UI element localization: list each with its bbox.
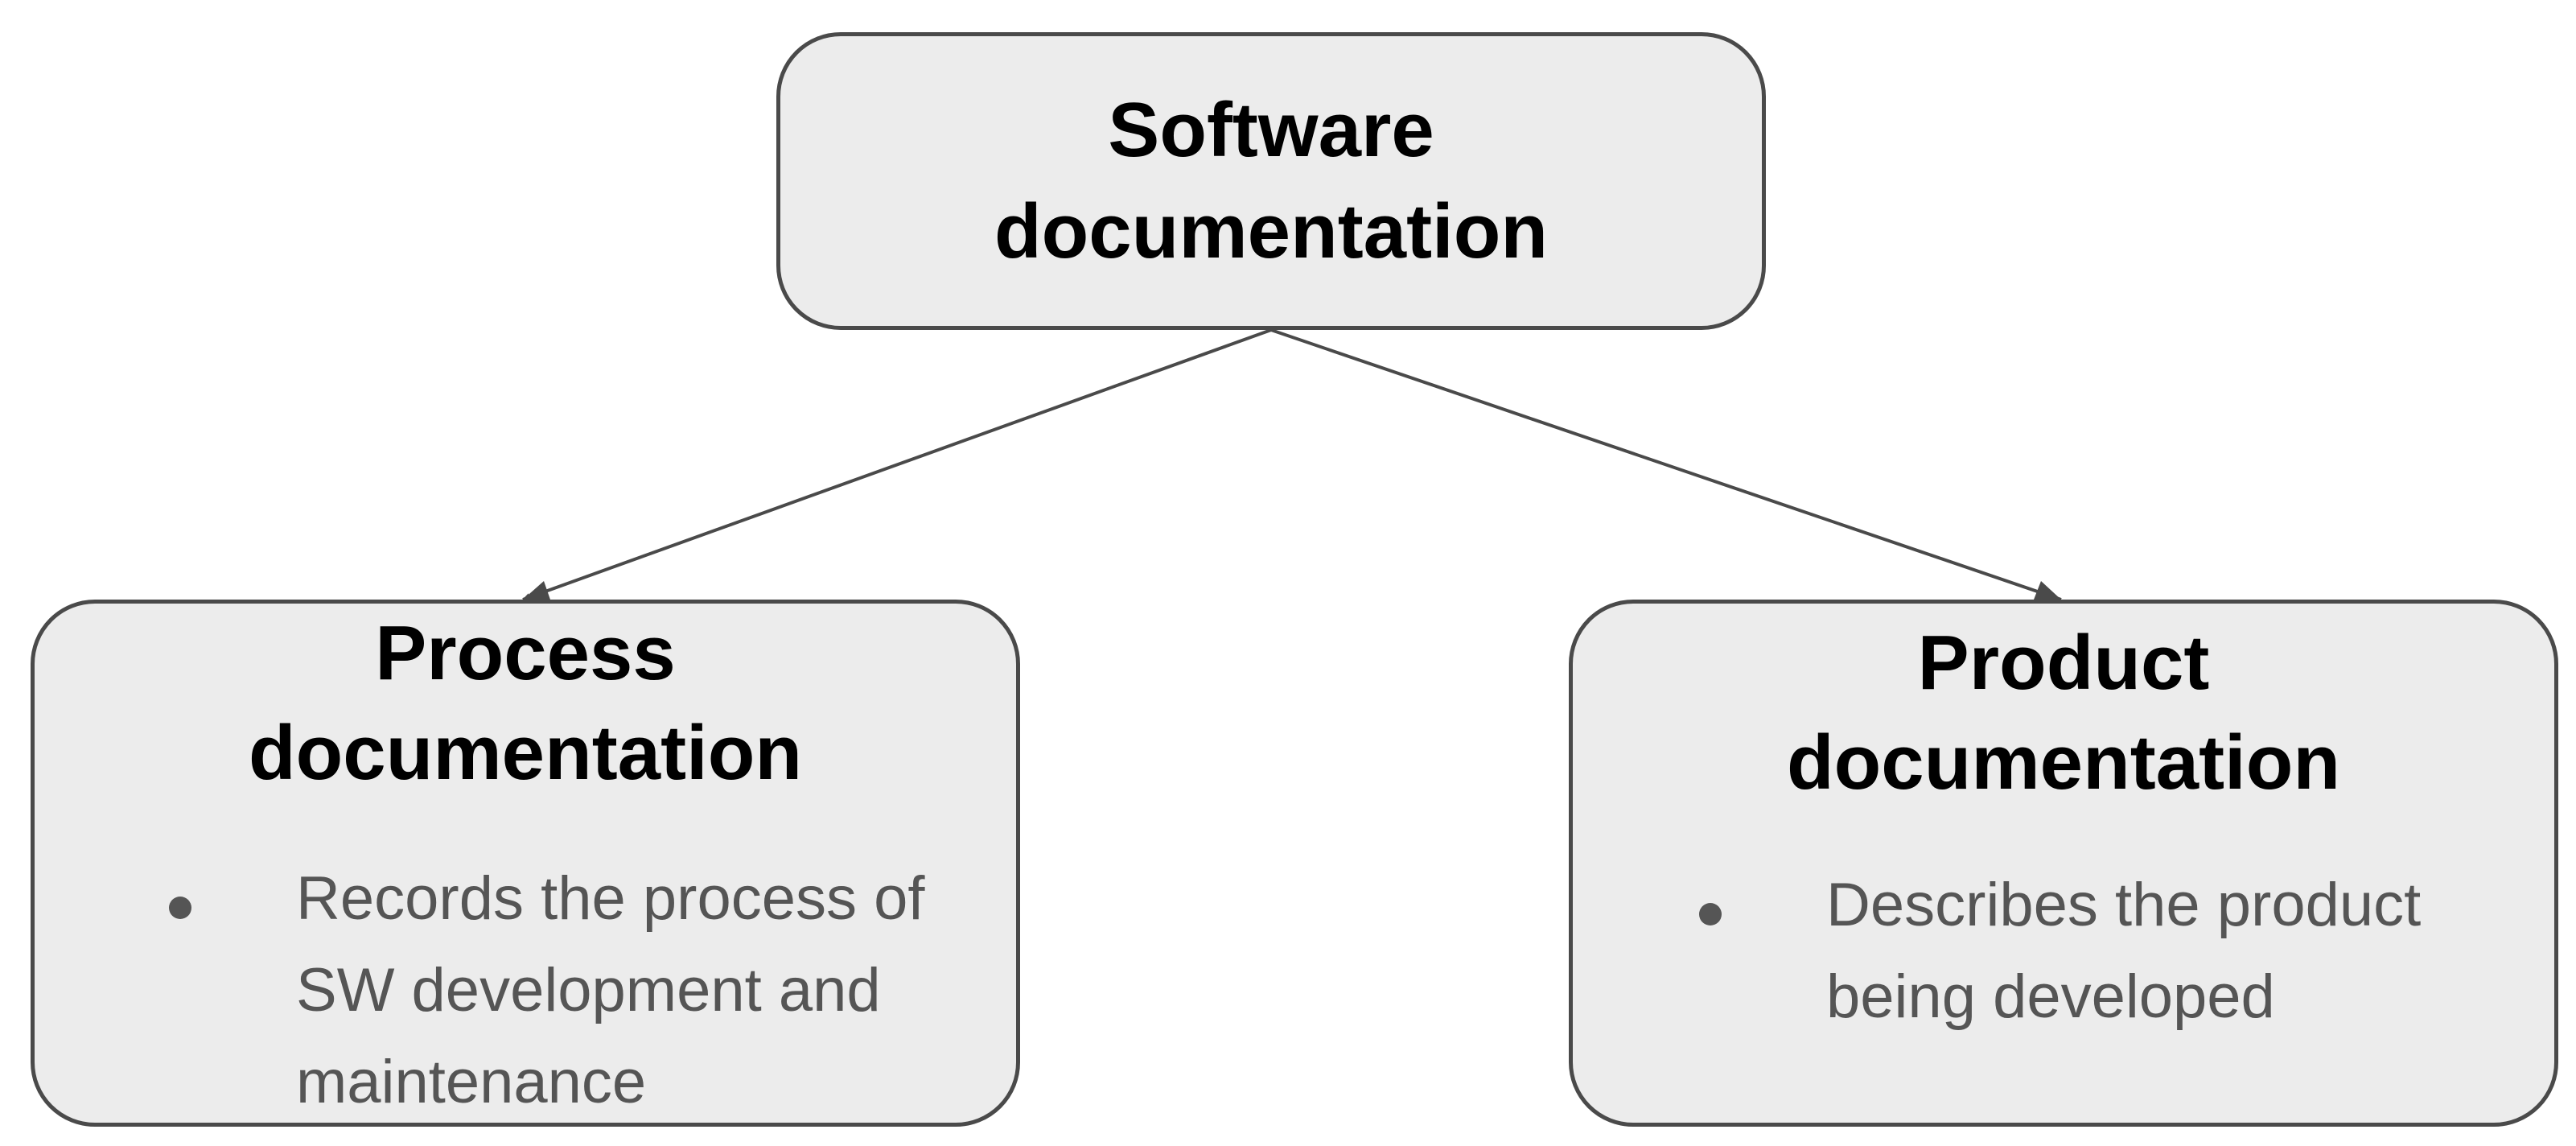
process-documentation-node: Process documentation Records the proces…: [31, 600, 1020, 1127]
bullet-icon: [169, 897, 191, 919]
list-item: Records the process of SW development an…: [135, 853, 1004, 1128]
product-documentation-title: Product documentation: [1787, 620, 2340, 806]
arrowhead-product: [2034, 581, 2061, 600]
software-documentation-title: Software documentation: [994, 87, 1548, 274]
process-documentation-description: Records the process of SW development an…: [296, 864, 925, 1116]
list-item: Describes the product being developed: [1665, 860, 2534, 1043]
software-documentation-node: Software documentation: [776, 32, 1766, 330]
process-documentation-title: Process documentation: [249, 610, 802, 796]
process-documentation-bullets: Records the process of SW development an…: [135, 853, 1004, 1128]
connector-root-to-process: [522, 328, 1272, 601]
arrowhead-process: [523, 581, 550, 600]
product-documentation-node: Product documentation Describes the prod…: [1569, 600, 2558, 1127]
connector-root-to-product: [1270, 328, 2062, 601]
product-documentation-description: Describes the product being developed: [1826, 871, 2422, 1031]
bullet-icon: [1699, 903, 1722, 925]
product-documentation-bullets: Describes the product being developed: [1665, 860, 2534, 1043]
